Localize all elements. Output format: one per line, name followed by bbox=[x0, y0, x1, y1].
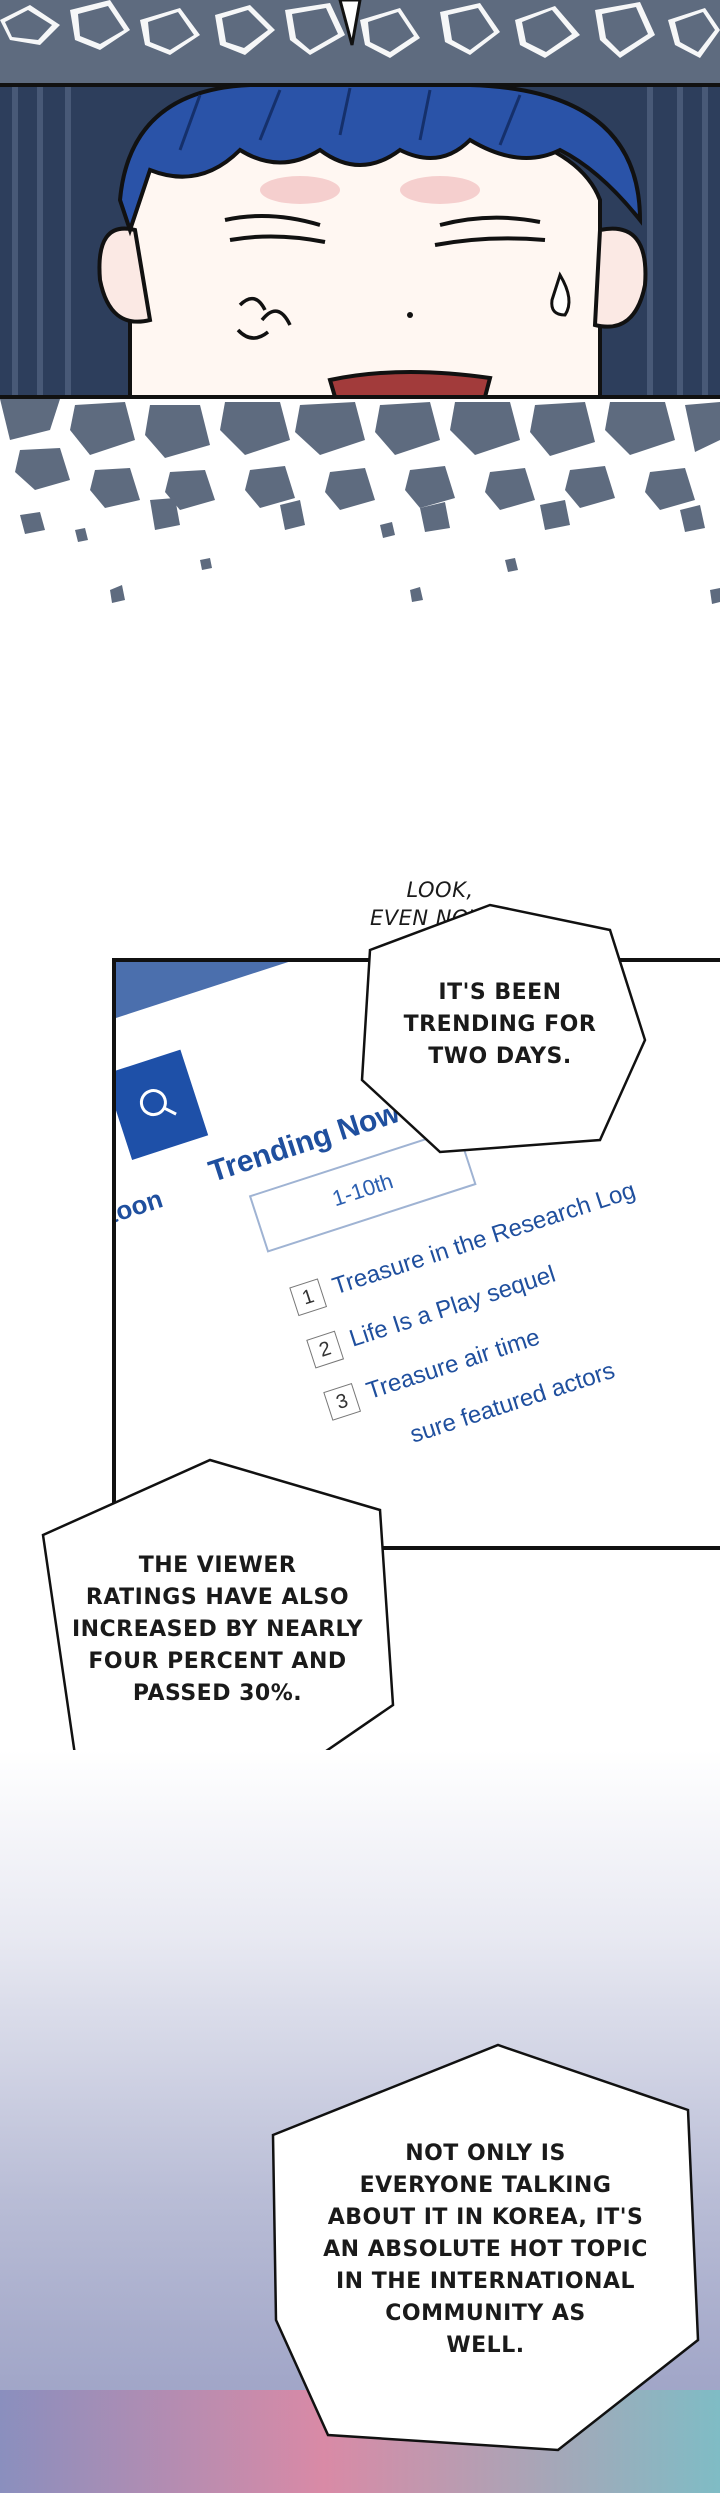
bubble-outline bbox=[360, 903, 647, 1154]
bubble-line: COMMUNITY AS bbox=[385, 2301, 586, 2326]
bubble-line: EVERYONE TALKING bbox=[359, 2173, 612, 2198]
top-panel bbox=[0, 0, 720, 640]
bubble-line: AN ABSOLUTE HOT TOPIC bbox=[323, 2237, 648, 2262]
bubble-outline bbox=[271, 2043, 700, 2452]
search-icon bbox=[139, 1089, 177, 1117]
bubble-line: THE VIEWER bbox=[138, 1553, 297, 1578]
bubble-line: IT'S BEEN bbox=[438, 980, 562, 1005]
bubble-line: RATINGS HAVE ALSO bbox=[85, 1585, 350, 1610]
speech-bubble-trending: IT'S BEEN TRENDING FOR TWO DAYS. bbox=[350, 890, 650, 1160]
bubble-line: FOUR PERCENT AND bbox=[88, 1649, 347, 1674]
bubble-line: NOT ONLY IS bbox=[405, 2141, 566, 2166]
character-face-illustration bbox=[0, 0, 720, 604]
bubble-line: ABOUT IT IN KOREA, IT'S bbox=[327, 2205, 644, 2230]
bubble-line: INCREASED BY NEARLY bbox=[71, 1617, 364, 1642]
list-item-number: 1 bbox=[289, 1278, 328, 1317]
list-item-number: 3 bbox=[323, 1382, 362, 1421]
bubble-line: IN THE INTERNATIONAL bbox=[335, 2269, 636, 2294]
bubble-line: PASSED 30%. bbox=[132, 1681, 303, 1706]
search-button bbox=[116, 1049, 209, 1160]
side-label: toon bbox=[112, 1183, 167, 1230]
bubble-line: WELL. bbox=[446, 2333, 525, 2358]
speech-bubble-korea: NOT ONLY IS EVERYONE TALKING ABOUT IT IN… bbox=[268, 2040, 703, 2460]
bubble-line: TWO DAYS. bbox=[428, 1044, 572, 1069]
list-item-number: 2 bbox=[306, 1330, 345, 1369]
bubble-line: TRENDING FOR bbox=[403, 1012, 597, 1037]
speech-bubble-ratings: THE VIEWER RATINGS HAVE ALSO INCREASED B… bbox=[35, 1455, 400, 1805]
intro-line-1: LOOK, bbox=[406, 878, 474, 902]
